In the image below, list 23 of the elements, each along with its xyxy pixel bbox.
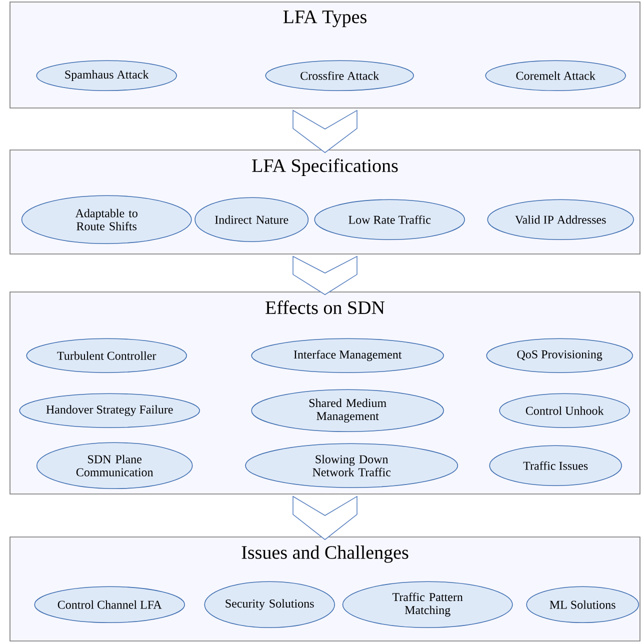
ellipse-label: QoS Provisioning [486,338,633,373]
ellipse-label: ML Solutions [526,586,639,623]
chevron-arrow [292,496,358,540]
ellipse-label: Control Unhook [499,393,630,428]
ellipse-label: Adaptable to Route Shifts [21,195,192,244]
ellipse-label: Coremelt Attack [485,60,626,91]
ellipse-label: Slowing Down Network Traffic [245,443,458,488]
ellipse-label: Crossfire Attack [265,60,414,91]
ellipse-label: Interface Management [251,338,444,373]
ellipse-label: Valid IP Addresses [487,199,634,240]
ellipse-label: Handover Strategy Failure [19,393,200,428]
chevron-arrow [292,256,358,296]
ellipse-label: Shared Medium Management [251,389,444,432]
ellipse-label: Spamhaus Attack [36,60,177,91]
ellipse-label: Traffic Issues [489,445,622,486]
ellipse-label: Security Solutions [204,581,335,628]
chevron-arrow [292,110,358,154]
ellipse-label: Turbulent Controller [26,338,187,373]
ellipse-label: SDN Plane Communication [36,442,193,489]
ellipse-label: Traffic Pattern Matching [342,581,513,628]
ellipse-label: Control Channel LFA [34,586,185,623]
ellipse-label: Low Rate Traffic [314,199,465,240]
ellipse-label: Indirect Nature [194,197,309,242]
